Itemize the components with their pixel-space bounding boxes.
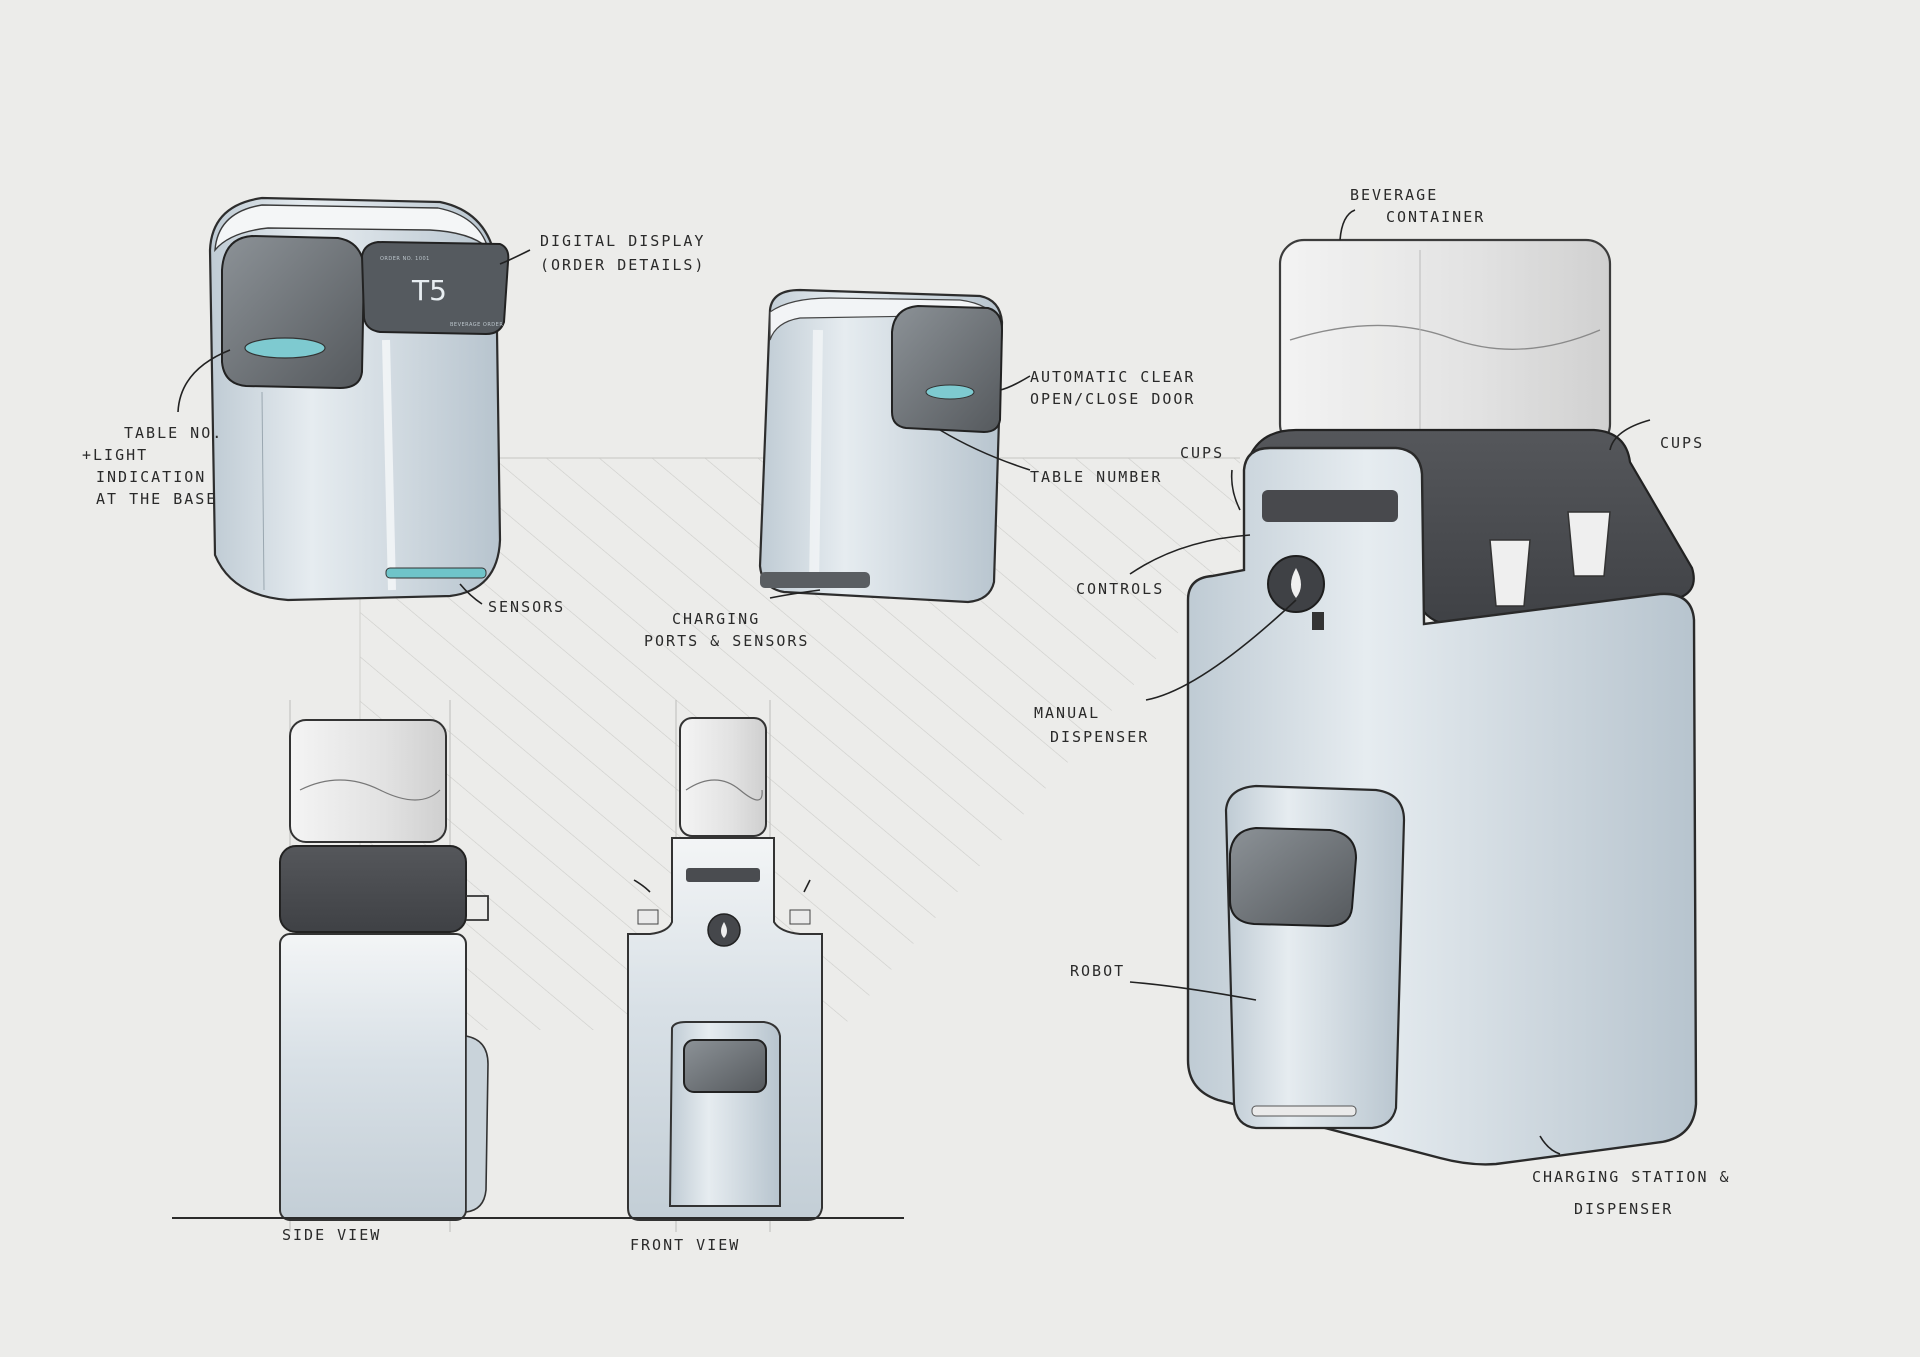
callout-charging-station: CHARGING STATION & DISPENSER xyxy=(1532,1168,1731,1218)
display-order-line: ORDER NO. 1001 xyxy=(380,256,430,262)
callout-digital-display: DIGITAL DISPLAY (ORDER DETAILS) xyxy=(540,232,705,274)
callout-charging-station-line1: CHARGING STATION & xyxy=(1532,1168,1731,1186)
cup-left xyxy=(1489,539,1531,607)
sensor-strip xyxy=(385,567,487,579)
callout-table-number: TABLE NUMBER xyxy=(1030,468,1162,486)
callout-table-light-line1: TABLE NO. xyxy=(124,424,223,442)
automatic-door-window xyxy=(891,304,1004,434)
callout-automatic-door: AUTOMATIC CLEAR OPEN/CLOSE DOOR xyxy=(1030,368,1195,408)
callout-automatic-door-line1: AUTOMATIC CLEAR xyxy=(1030,368,1195,386)
side-body xyxy=(279,933,467,1221)
callout-controls: CONTROLS xyxy=(1076,580,1164,598)
callout-table-light-line3: INDICATION xyxy=(96,468,206,486)
callout-digital-display-line2: (ORDER DETAILS) xyxy=(540,256,705,274)
callout-table-light-line2: +LIGHT xyxy=(82,446,148,464)
callout-beverage-container-line1: BEVERAGE xyxy=(1350,186,1438,204)
callout-manual-dispenser-line2: DISPENSER xyxy=(1050,728,1149,746)
callout-cups-right: CUPS xyxy=(1660,434,1704,452)
callout-table-light: TABLE NO. +LIGHT INDICATION AT THE BASE xyxy=(82,424,223,508)
callout-beverage-container: BEVERAGE CONTAINER xyxy=(1350,186,1485,226)
front-view-drawing xyxy=(627,700,823,1232)
callout-sensors: SENSORS xyxy=(488,598,565,616)
callout-table-light-line4: AT THE BASE xyxy=(96,490,217,508)
robot-perspective-front: T5 ORDER NO. 1001 BEVERAGE ORDER xyxy=(208,196,510,602)
charging-ports xyxy=(760,572,870,588)
display-detail-line: BEVERAGE ORDER xyxy=(450,322,503,328)
robot-perspective-rear xyxy=(758,288,1004,604)
front-view-label: FRONT VIEW xyxy=(630,1236,740,1254)
callout-manual-dispenser: MANUAL DISPENSER xyxy=(1034,704,1149,746)
side-beverage-tank xyxy=(289,719,447,843)
digital-display xyxy=(360,240,510,336)
callout-charging-station-line2: DISPENSER xyxy=(1574,1200,1673,1218)
front-beverage-tank xyxy=(679,717,767,837)
callout-digital-display-line1: DIGITAL DISPLAY xyxy=(540,232,705,250)
charging-station-drawing xyxy=(1186,238,1698,1166)
side-view-drawing xyxy=(279,700,489,1232)
callout-beverage-container-line2: CONTAINER xyxy=(1386,208,1485,226)
callout-cups-left: CUPS xyxy=(1180,444,1224,462)
side-cup-tray xyxy=(279,845,467,933)
display-table-code: T5 xyxy=(411,274,447,307)
callout-charging-ports: CHARGING PORTS & SENSORS xyxy=(644,610,809,650)
callout-automatic-door-line2: OPEN/CLOSE DOOR xyxy=(1030,390,1195,408)
side-view-label: SIDE VIEW xyxy=(282,1226,381,1244)
callout-manual-dispenser-line1: MANUAL xyxy=(1034,704,1100,722)
callout-charging-ports-line1: CHARGING xyxy=(672,610,760,628)
robot-window xyxy=(221,234,366,390)
ground-hatching xyxy=(360,458,1240,1030)
cup-right xyxy=(1567,511,1611,577)
callout-robot: ROBOT xyxy=(1070,962,1125,980)
callout-charging-ports-line2: PORTS & SENSORS xyxy=(644,632,809,650)
leader-lines xyxy=(177,209,1651,1155)
table-light-indicator xyxy=(244,337,326,359)
